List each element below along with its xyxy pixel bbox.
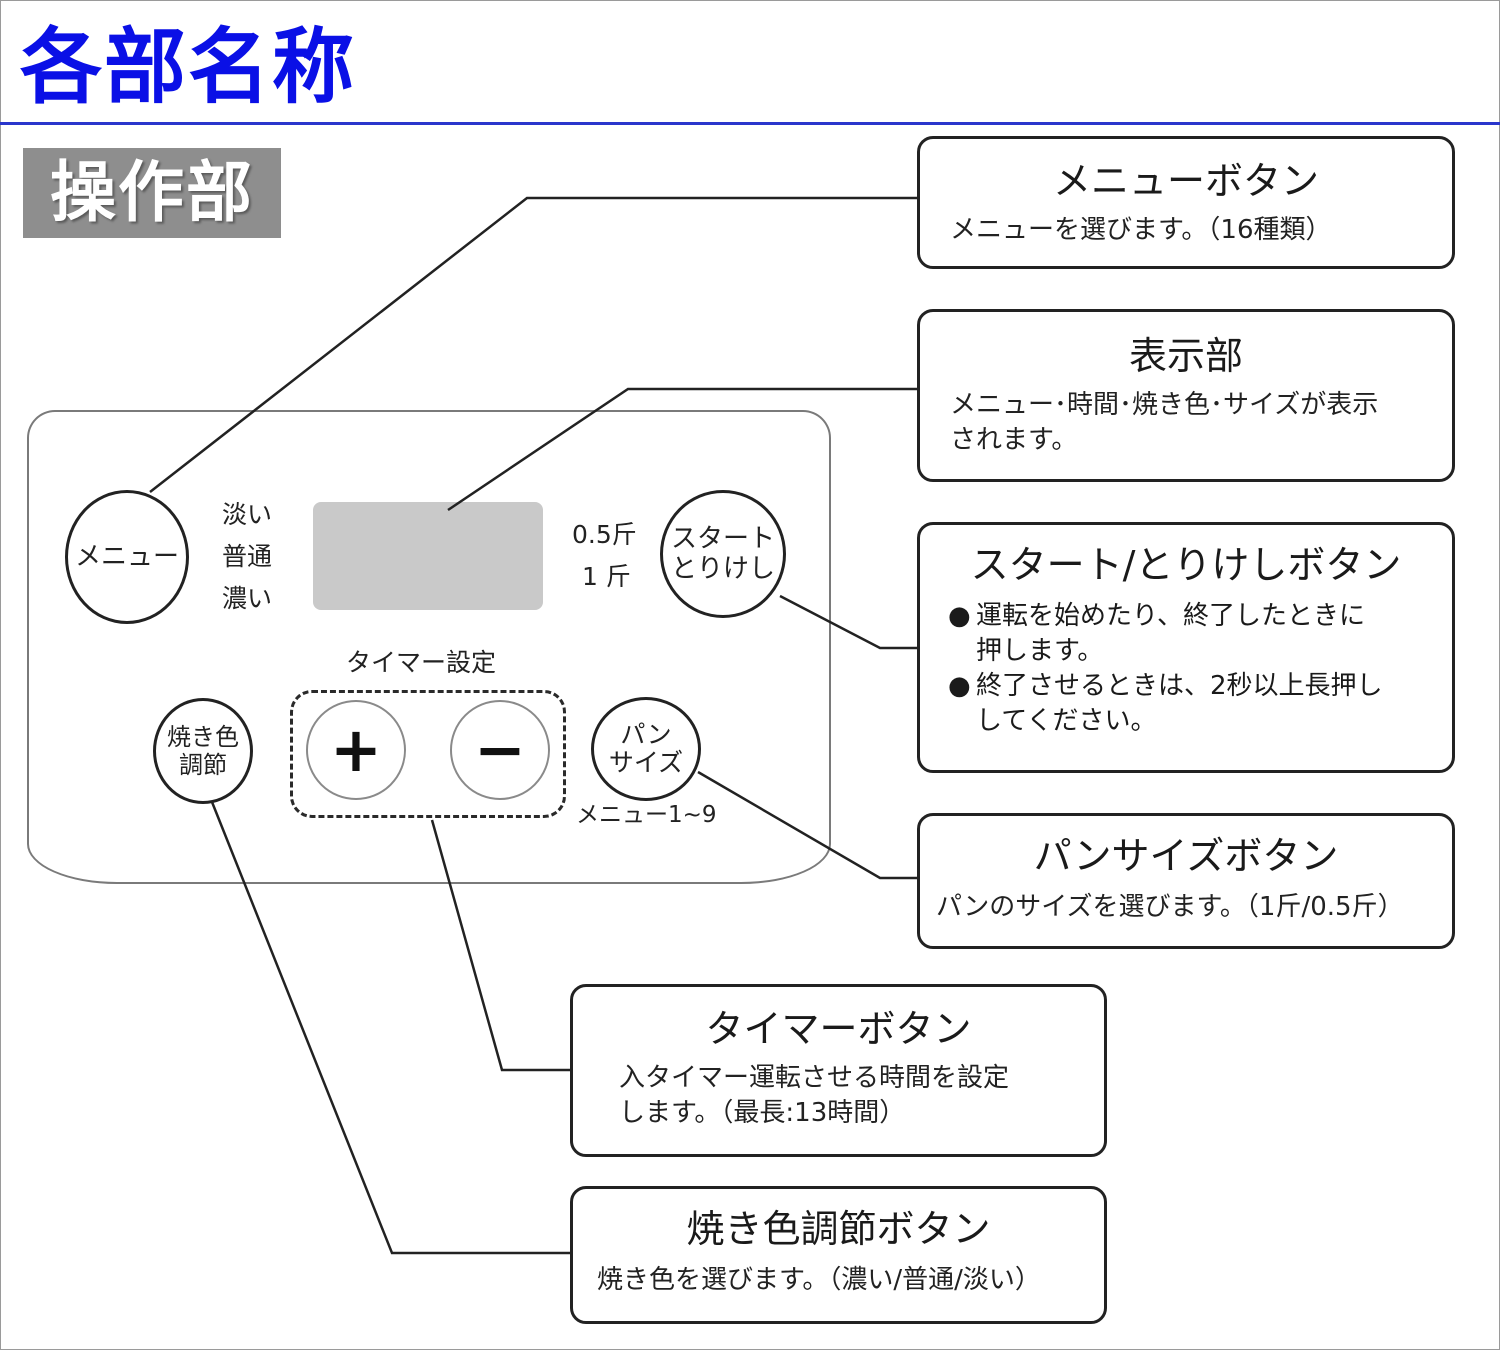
callout-title: 焼き色調節ボタン bbox=[686, 1207, 991, 1251]
callout-description-line2: します。（最長:13時間） bbox=[619, 1098, 906, 1128]
page-title: 各部名称 bbox=[20, 20, 357, 115]
start-button-label-line1: スタート bbox=[670, 524, 775, 554]
size-button-note: メニュー1~9 bbox=[576, 802, 717, 828]
callout-description: 焼き色を選びます。（濃い/普通/淡い） bbox=[597, 1265, 1041, 1295]
section-label: 操作部 bbox=[23, 148, 281, 238]
callout-title: メニューボタン bbox=[1052, 159, 1319, 203]
callout-title: タイマーボタン bbox=[705, 1007, 972, 1051]
callout-description-line1: メニュー･時間･焼き色･サイズが表示 bbox=[950, 390, 1379, 420]
size-option-half: 0.5斤 bbox=[572, 520, 637, 549]
callout-bread-size: パンサイズボタン パンのサイズを選びます。（1斤/0.5斤） bbox=[917, 813, 1455, 949]
callout-title: 表示部 bbox=[1128, 334, 1243, 378]
callout-description-line1: 入タイマー運転させる時間を設定 bbox=[619, 1063, 1010, 1093]
callout-title: スタート/とりけしボタン bbox=[970, 543, 1402, 587]
callout-description: パンのサイズを選びます。（1斤/0.5斤） bbox=[936, 892, 1404, 922]
callout-description-line2: されます。 bbox=[950, 425, 1078, 455]
bullet-icon: ● bbox=[948, 671, 971, 701]
browning-level-normal: 普通 bbox=[222, 542, 273, 571]
menu-button[interactable]: メニュー bbox=[65, 490, 189, 624]
callout-browning-adjust: 焼き色調節ボタン 焼き色を選びます。（濃い/普通/淡い） bbox=[570, 1186, 1107, 1324]
browning-button-label-line1: 焼き色 bbox=[167, 723, 239, 751]
browning-level-light: 淡い bbox=[222, 500, 273, 529]
callout-timer: タイマーボタン 入タイマー運転させる時間を設定 します。（最長:13時間） bbox=[570, 984, 1107, 1157]
menu-button-label: メニュー bbox=[74, 542, 179, 572]
callout-bullet-item: ●終了させるときは、2秒以上長押し してください。 bbox=[948, 671, 1383, 736]
bread-size-button[interactable]: パン サイズ bbox=[591, 697, 701, 801]
callout-menu-button: メニューボタン メニューを選びます。（16種類） bbox=[917, 136, 1455, 269]
callout-start-cancel: スタート/とりけしボタン ●運転を始めたり、終了したときに 押します。 ●終了さ… bbox=[917, 522, 1455, 773]
start-cancel-button[interactable]: スタート とりけし bbox=[660, 490, 786, 618]
timer-plus-button[interactable]: + bbox=[306, 700, 406, 800]
title-divider bbox=[0, 122, 1500, 125]
browning-button-label-line2: 調節 bbox=[179, 751, 227, 779]
browning-adjust-button[interactable]: 焼き色 調節 bbox=[153, 698, 253, 804]
size-button-label-line2: サイズ bbox=[608, 748, 684, 777]
callout-bullet-item: ●運転を始めたり、終了したときに 押します。 bbox=[948, 601, 1365, 666]
start-button-label-line2: とりけし bbox=[670, 554, 775, 584]
timer-setting-label: タイマー設定 bbox=[346, 648, 497, 677]
timer-minus-button[interactable]: − bbox=[450, 700, 550, 800]
bullet-icon: ● bbox=[948, 601, 971, 631]
callout-display: 表示部 メニュー･時間･焼き色･サイズが表示 されます。 bbox=[917, 309, 1455, 482]
display-screen bbox=[313, 502, 543, 610]
callout-bullet-list: ●運転を始めたり、終了したときに 押します。 ●終了させるときは、2秒以上長押し… bbox=[948, 599, 1452, 739]
size-button-label-line1: パン bbox=[620, 720, 672, 749]
size-option-full: 1 斤 bbox=[582, 562, 631, 591]
callout-description: メニューを選びます。（16種類） bbox=[950, 215, 1332, 245]
callout-title: パンサイズボタン bbox=[1033, 834, 1339, 878]
plus-icon: + bbox=[330, 713, 382, 786]
minus-icon: − bbox=[474, 713, 526, 786]
browning-level-dark: 濃い bbox=[222, 584, 273, 613]
